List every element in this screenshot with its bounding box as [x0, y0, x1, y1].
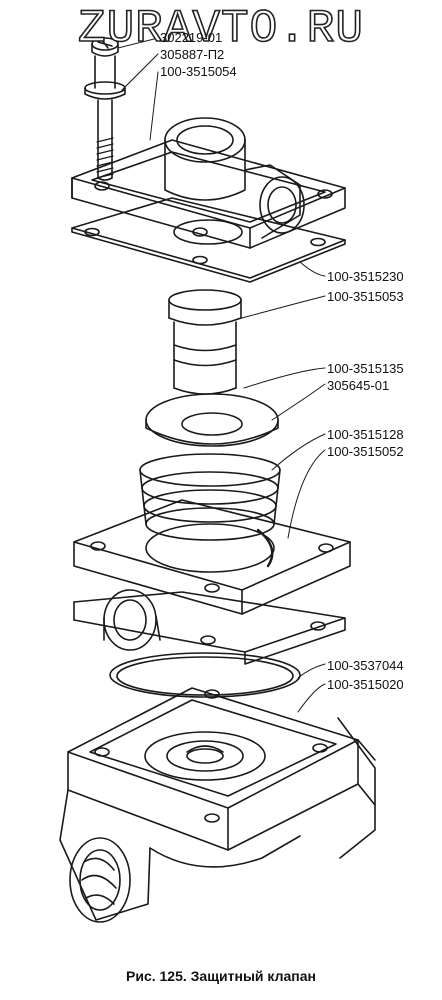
part-label-base-housing: 100-3515020	[327, 677, 404, 692]
valve-housing	[73, 499, 351, 665]
base-housing	[59, 687, 376, 923]
cover	[71, 117, 346, 249]
figure-caption: Рис. 125. Защитный клапан	[126, 968, 316, 984]
part-label-spring: 100-3515128	[327, 427, 404, 442]
leader-lines	[117, 37, 326, 713]
part-label-spring-washer: 100-3515135	[327, 361, 404, 376]
spring-washer	[145, 393, 279, 447]
part-label-valve-housing: 100-3515052	[327, 444, 404, 459]
part-label-gasket: 100-3515230	[327, 269, 404, 284]
bolt-thread	[96, 137, 114, 179]
part-label-cover: 100-3515054	[160, 64, 237, 79]
spring	[139, 453, 281, 541]
piston	[168, 289, 242, 395]
part-label-ring: 305645-01	[327, 378, 390, 393]
o-ring	[109, 652, 301, 698]
watermark: ZURAVTO.RU	[77, 2, 365, 56]
gasket-upper	[71, 197, 346, 283]
bolt	[84, 37, 126, 181]
part-label-o-ring: 100-3537044	[327, 658, 404, 673]
part-label-washer: 305887-П2	[160, 47, 225, 62]
part-label-bolt: 302219-01	[160, 30, 223, 45]
part-label-piston: 100-3515053	[327, 289, 404, 304]
